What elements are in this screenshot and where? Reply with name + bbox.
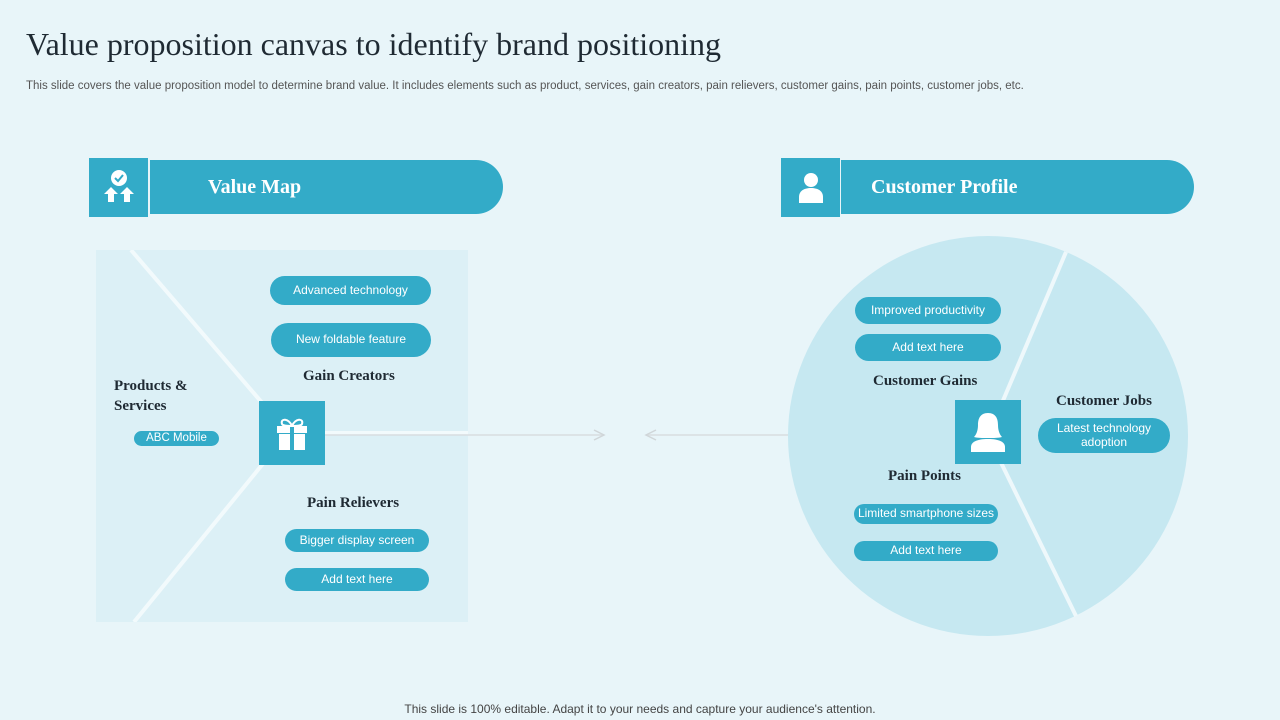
products-services-label: Products & Services — [114, 378, 188, 414]
gift-icon — [277, 418, 307, 450]
customer-profile-header: Customer Profile — [841, 160, 1194, 214]
value-map-title: Value Map — [208, 175, 302, 198]
customer-gain-pill: Improved productivity — [855, 297, 1001, 324]
gain-creator-pill: New foldable feature — [271, 323, 431, 357]
gift-icon-box — [259, 401, 325, 465]
footer-note: This slide is 100% editable. Adapt it to… — [404, 702, 876, 716]
customer-jobs-label: Customer Jobs — [1056, 393, 1152, 409]
gain-creators-label: Gain Creators — [303, 368, 395, 384]
pain-reliever-pill: Add text here — [285, 568, 429, 591]
user-icon — [798, 172, 823, 203]
products-item-pill: ABC Mobile — [134, 431, 219, 446]
value-map-header: Value Map — [150, 160, 503, 214]
value-map-icon-box — [89, 158, 148, 217]
customer-gain-pill: Add text here — [855, 334, 1001, 361]
pain-point-pill: Limited smartphone sizes — [854, 504, 998, 524]
pain-reliever-pill: Bigger display screen — [285, 529, 429, 552]
gain-creator-pill: Advanced technology — [270, 276, 431, 305]
pain-points-label: Pain Points — [888, 468, 961, 484]
pain-relievers-label: Pain Relievers — [307, 495, 400, 511]
woman-user-icon — [971, 413, 1005, 452]
page-title: Value proposition canvas to identify bra… — [26, 26, 721, 62]
value-up-icon — [103, 169, 134, 202]
customer-profile-title: Customer Profile — [871, 175, 1018, 198]
customer-profile-icon-box — [781, 158, 840, 217]
customer-job-pill: Latest technology adoption — [1038, 418, 1170, 453]
customer-gains-label: Customer Gains — [873, 373, 978, 389]
pain-point-pill: Add text here — [854, 541, 998, 561]
customer-icon-box — [955, 400, 1021, 464]
page-subtitle: This slide covers the value proposition … — [26, 80, 1024, 92]
